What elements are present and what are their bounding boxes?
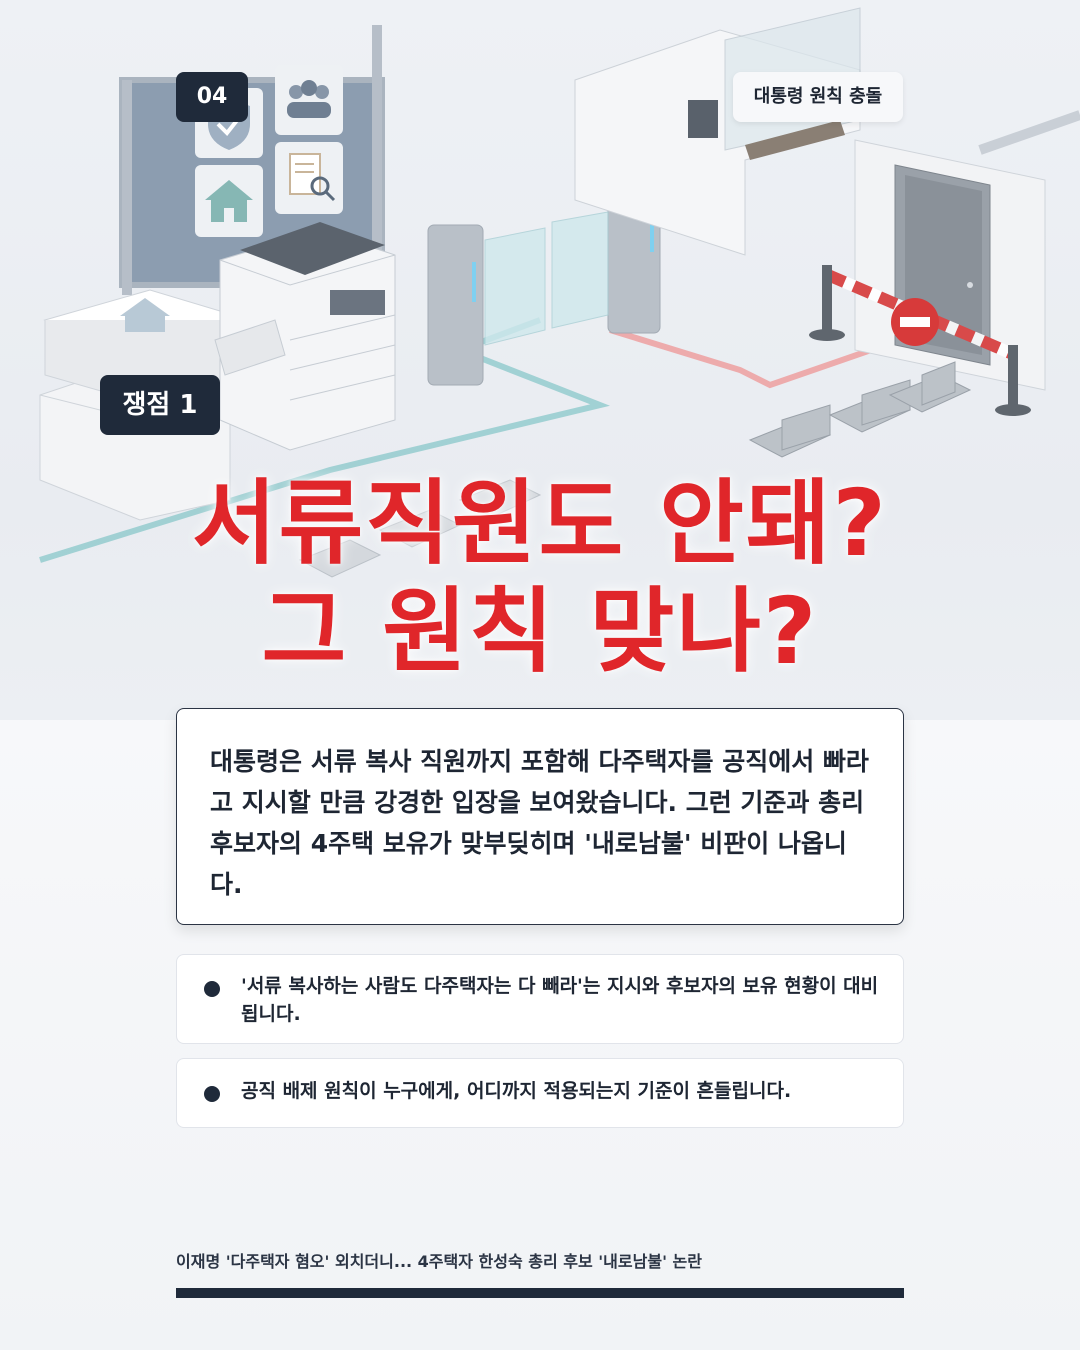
footer-bar (176, 1288, 904, 1298)
waiting-chairs-left (298, 479, 542, 578)
security-gates (427, 177, 661, 386)
summary-text: 대통령은 서류 복사 직원까지 포함해 다주택자를 공직에서 빠라고 지시할 만… (210, 747, 869, 899)
people-icon (275, 65, 343, 135)
headline-line-2: 그 원칙 맞나? (261, 578, 819, 685)
bullet-text: 공직 배제 원칙이 누구에게, 어디까지 적용되는지 기준이 흔들립니다. (241, 1080, 792, 1102)
bullet-text: '서류 복사하는 사람도 다주택자는 다 빼라'는 지시와 후보자의 보유 현황… (241, 975, 879, 1025)
source-headline: 이재명 '다주택자 혐오' 외치더니... 4주택자 한성숙 총리 후보 '내로… (176, 1252, 702, 1271)
red-floor-path (609, 327, 901, 389)
bullet-dot-icon (204, 981, 220, 997)
card-number-badge: 04 (176, 72, 248, 122)
house-icon (195, 165, 263, 237)
headline: 서류직원도 안돼? 그 원칙 맞나? (0, 470, 1080, 686)
document-search-icon (275, 142, 343, 214)
summary-box: 대통령은 서류 복사 직원까지 포함해 다주택자를 공직에서 빠라고 지시할 만… (176, 708, 904, 925)
headline-line-1: 서류직원도 안돼? (192, 470, 888, 577)
entry-barrier (809, 265, 1031, 416)
topic-label: 대통령 원칙 충돌 (733, 72, 903, 122)
no-entry-icon (891, 298, 939, 346)
waiting-chairs-right (748, 361, 972, 458)
bullet-item: 공직 배제 원칙이 누구에게, 어디까지 적용되는지 기준이 흔들립니다. (176, 1058, 904, 1128)
issue-badge: 쟁점 1 (100, 375, 220, 435)
copier (214, 222, 396, 451)
bullet-dot-icon (204, 1086, 220, 1102)
bullet-item: '서류 복사하는 사람도 다주택자는 다 빼라'는 지시와 후보자의 보유 현황… (176, 954, 904, 1044)
